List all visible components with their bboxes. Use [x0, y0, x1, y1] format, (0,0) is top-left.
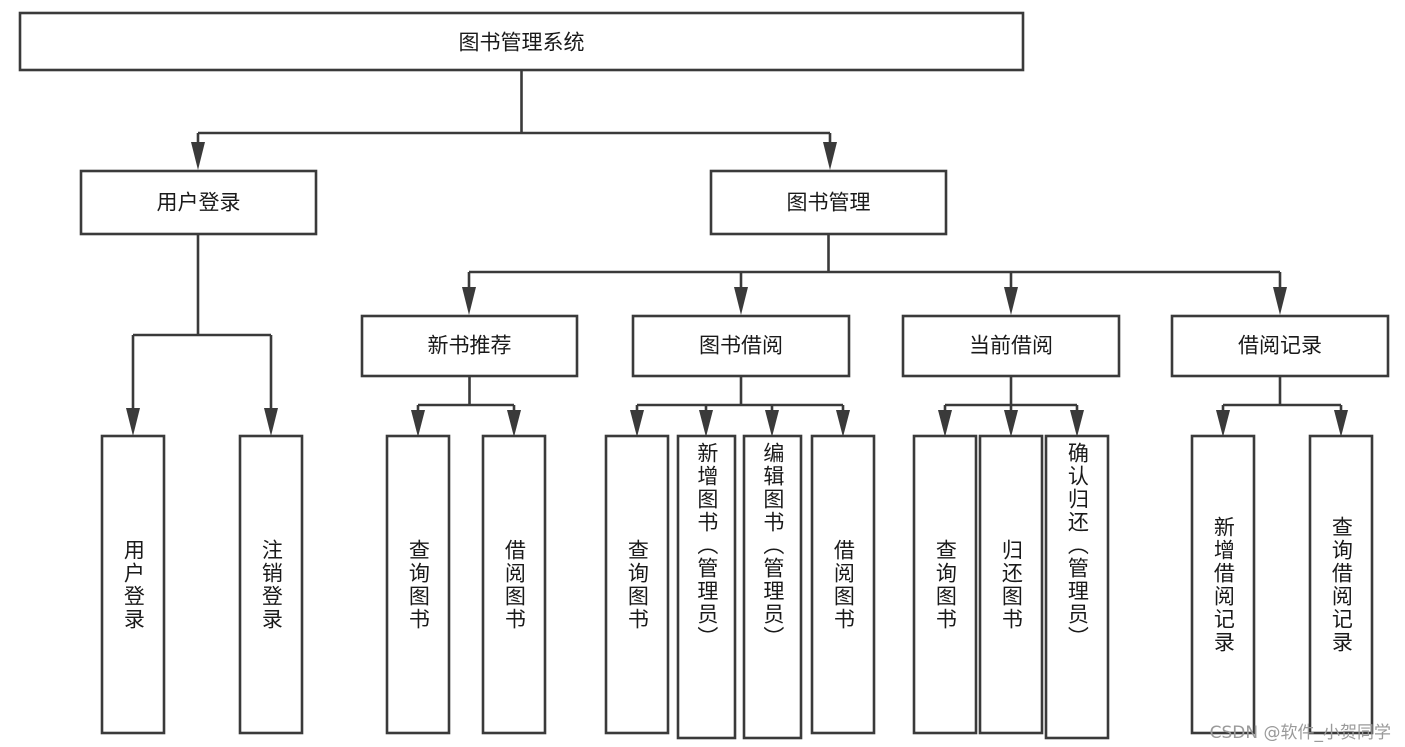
arrow-head-icon	[836, 410, 850, 437]
connector-user-login-to-leaves	[126, 234, 278, 436]
node-current-borrow[interactable]: 当前借阅	[901, 314, 1121, 378]
arrow-head-icon	[1004, 410, 1018, 437]
watermark-text: CSDN @软件_小贺同学	[1209, 723, 1391, 743]
connector-book-borrow-to-leaves	[630, 376, 850, 437]
arrow-head-icon	[1334, 410, 1348, 437]
connector-new-book-recommend-to-leaves	[411, 376, 521, 437]
leaf-box-user-login-0[interactable]	[100, 434, 166, 735]
arrow-head-icon	[630, 410, 644, 437]
root-box	[18, 11, 1025, 72]
new-book-recommend-label: 新书推荐	[428, 334, 512, 358]
leaf-box-borrow-record-0[interactable]	[1190, 434, 1256, 735]
leaf-box-borrow-record-1[interactable]	[1308, 434, 1374, 735]
book-borrow-label: 图书借阅	[699, 334, 783, 358]
book-management-label: 图书管理	[787, 191, 871, 215]
arrow-head-icon	[699, 410, 713, 437]
current-borrow-label: 当前借阅	[969, 334, 1053, 358]
arrow-head-icon	[1004, 287, 1018, 315]
arrow-head-icon	[765, 410, 779, 437]
arrow-head-icon	[1216, 410, 1230, 437]
arrow-head-icon	[1070, 410, 1084, 437]
arrow-head-icon	[462, 287, 476, 315]
leaf-box-book-borrow-0[interactable]	[604, 434, 670, 735]
arrow-head-icon	[126, 408, 140, 436]
leaf-box-user-login-1[interactable]	[238, 434, 304, 735]
arrow-head-icon	[823, 142, 837, 170]
arrow-head-icon	[734, 287, 748, 315]
node-book-management[interactable]: 图书管理	[709, 169, 948, 236]
user-login-label: 用户登录	[157, 191, 241, 215]
arrow-head-icon	[191, 142, 205, 170]
arrow-head-icon	[411, 410, 425, 437]
node-user-login[interactable]: 用户登录	[79, 169, 318, 236]
borrow-record-label: 借阅记录	[1238, 334, 1322, 358]
node-root[interactable]: 图书管理系统	[18, 11, 1025, 72]
connector-root-to-level2	[191, 70, 837, 170]
node-book-borrow[interactable]: 图书借阅	[631, 314, 851, 378]
arrow-head-icon	[264, 408, 278, 436]
leaf-box-new-book-1[interactable]	[481, 434, 547, 735]
connector-book-management-to-level3	[462, 234, 1287, 315]
root-label: 图书管理系统	[459, 31, 585, 55]
leaf-box-current-borrow-2[interactable]	[1044, 434, 1110, 740]
connector-borrow-record-to-leaves	[1216, 376, 1348, 437]
arrow-head-icon	[507, 410, 521, 437]
node-new-book-recommend[interactable]: 新书推荐	[360, 314, 579, 378]
leaf-box-book-borrow-2[interactable]	[742, 434, 803, 740]
arrow-head-icon	[1273, 287, 1287, 315]
leaf-box-current-borrow-1[interactable]	[978, 434, 1044, 735]
connector-current-borrow-to-leaves	[938, 376, 1084, 437]
user-login-box	[79, 169, 318, 236]
leaf-box-book-borrow-3[interactable]	[810, 434, 876, 735]
leaf-box-book-borrow-1[interactable]	[676, 434, 737, 740]
node-borrow-record[interactable]: 借阅记录	[1170, 314, 1390, 378]
leaf-box-current-borrow-0[interactable]	[912, 434, 978, 735]
arrow-head-icon	[938, 410, 952, 437]
leaf-box-new-book-0[interactable]	[385, 434, 451, 735]
current-borrow-box	[901, 314, 1121, 378]
new-book-recommend-box	[360, 314, 579, 378]
